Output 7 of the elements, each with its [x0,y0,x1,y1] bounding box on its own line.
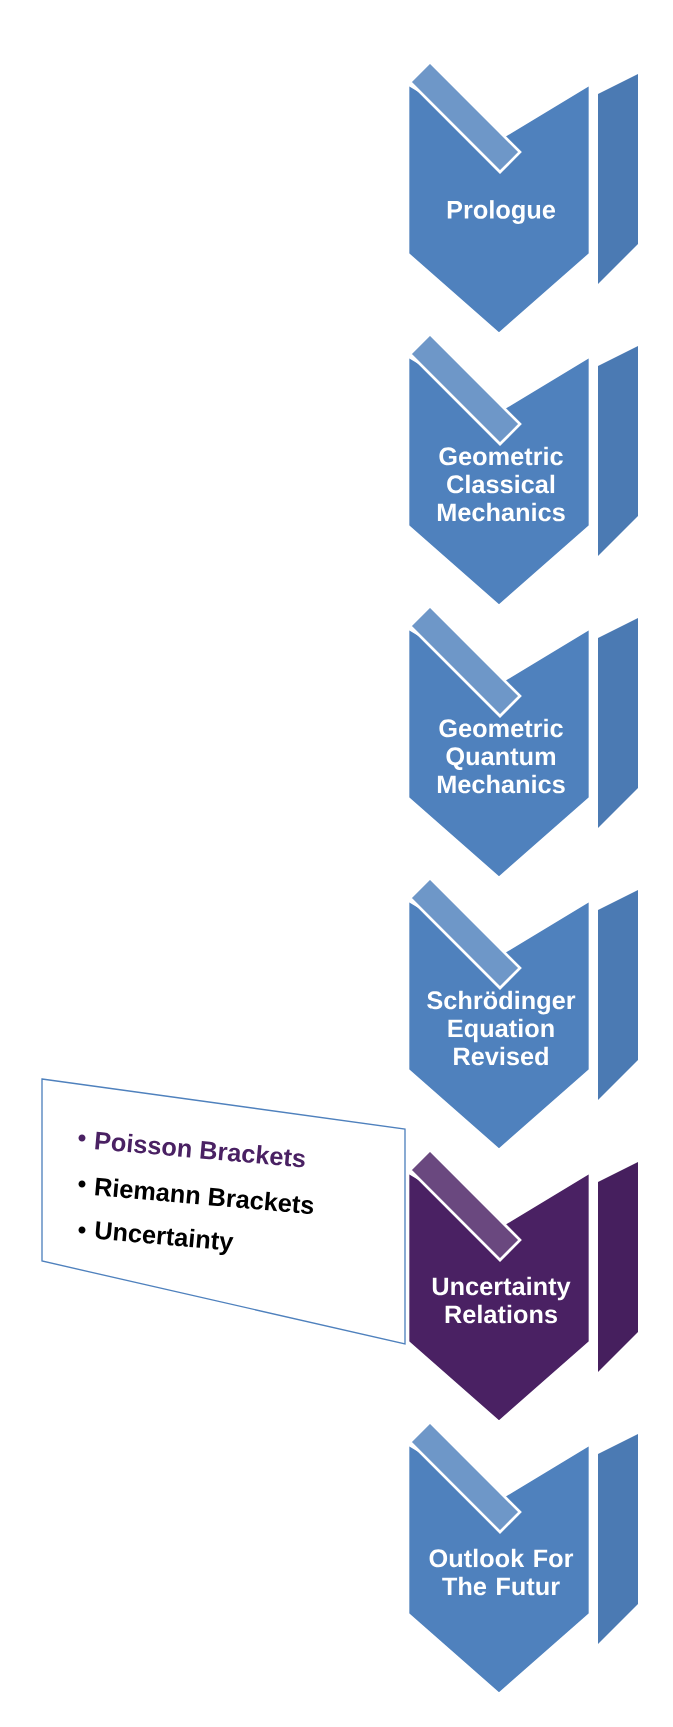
callout-box: Poisson Brackets Riemann Brackets Uncertainty [41,1078,406,1345]
chevron-step: Uncertainty Relations [406,1148,638,1424]
chevron-step: Geometric Quantum Mechanics [406,604,638,880]
chevron-step: Prologue [406,60,638,336]
chevron-step: Schrödinger Equation Revised [406,876,638,1152]
chevron-step: Geometric Classical Mechanics [406,332,638,608]
chevron-step: Outlook For The Futur [406,1420,638,1696]
